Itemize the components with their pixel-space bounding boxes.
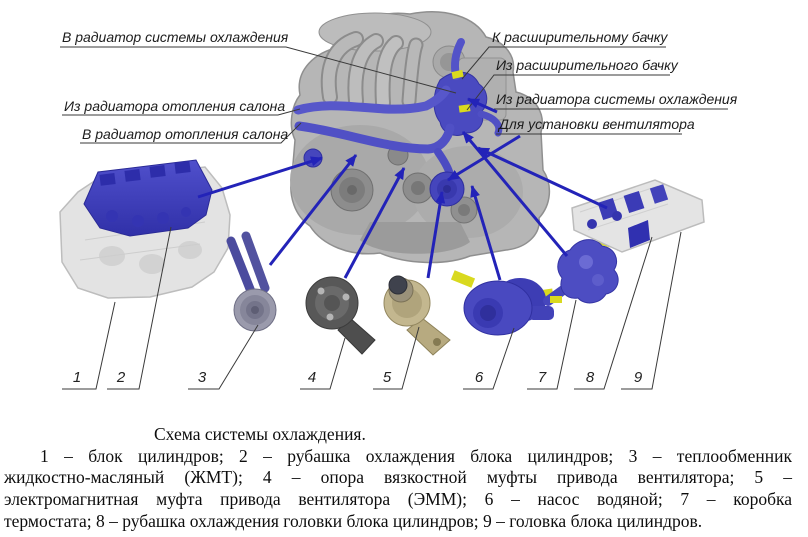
callout-to-heater-radiator: В радиатор отопления салона [82, 126, 289, 142]
callout-from-heater-radiator: Из радиатора отопления салона [64, 98, 286, 114]
engine-illustration [290, 11, 551, 264]
figure-caption: Схема системы охлаждения. 1 – блок цилин… [4, 424, 792, 533]
caption-line-4: термостата; 8 – рубашка охлаждения голов… [4, 510, 703, 531]
part-number-6: 6 [474, 369, 484, 386]
part-number-5: 5 [382, 369, 392, 386]
part-number-7: 7 [537, 369, 547, 386]
caption-title: Схема системы охлаждения. [154, 424, 366, 444]
component-water-pump [450, 270, 554, 336]
diagram-canvas [59, 11, 728, 390]
caption-line-2: жидкостно-масляный (ЖМТ); 4 – опора вязк… [4, 467, 792, 488]
callout-to-expansion-tank: К расширительному бачку [492, 29, 668, 45]
callout-leader-lines [60, 46, 728, 144]
callout-to-cooling-radiator: В радиатор системы охлаждения [62, 29, 289, 45]
callout-from-expansion-tank: Из расширительного бачку [496, 57, 678, 73]
caption-line-3: электромагнитная муфта привода вентилято… [4, 489, 792, 510]
component-emm-clutch [383, 275, 451, 356]
part-number-4: 4 [307, 369, 317, 386]
part-number-1: 1 [72, 369, 82, 386]
part-number-9: 9 [633, 369, 643, 386]
number-leader-lines [62, 226, 682, 390]
component-cylinder-block [59, 159, 231, 299]
part-number-2: 2 [116, 369, 126, 386]
mounting-arrows [197, 97, 608, 281]
callout-fan-mounting: Для установки вентилятора [499, 116, 695, 132]
caption-line-1: 1 – блок цилиндров; 2 – рубашка охлажден… [40, 445, 792, 466]
part-number-8: 8 [585, 369, 595, 386]
callout-from-cooling-radiator: Из радиатора системы охлаждения [496, 91, 738, 107]
component-oil-heat-exchanger [226, 231, 277, 332]
part-number-3: 3 [197, 369, 207, 386]
component-cylinder-head [571, 179, 705, 253]
component-fan-clutch-support [305, 276, 376, 355]
